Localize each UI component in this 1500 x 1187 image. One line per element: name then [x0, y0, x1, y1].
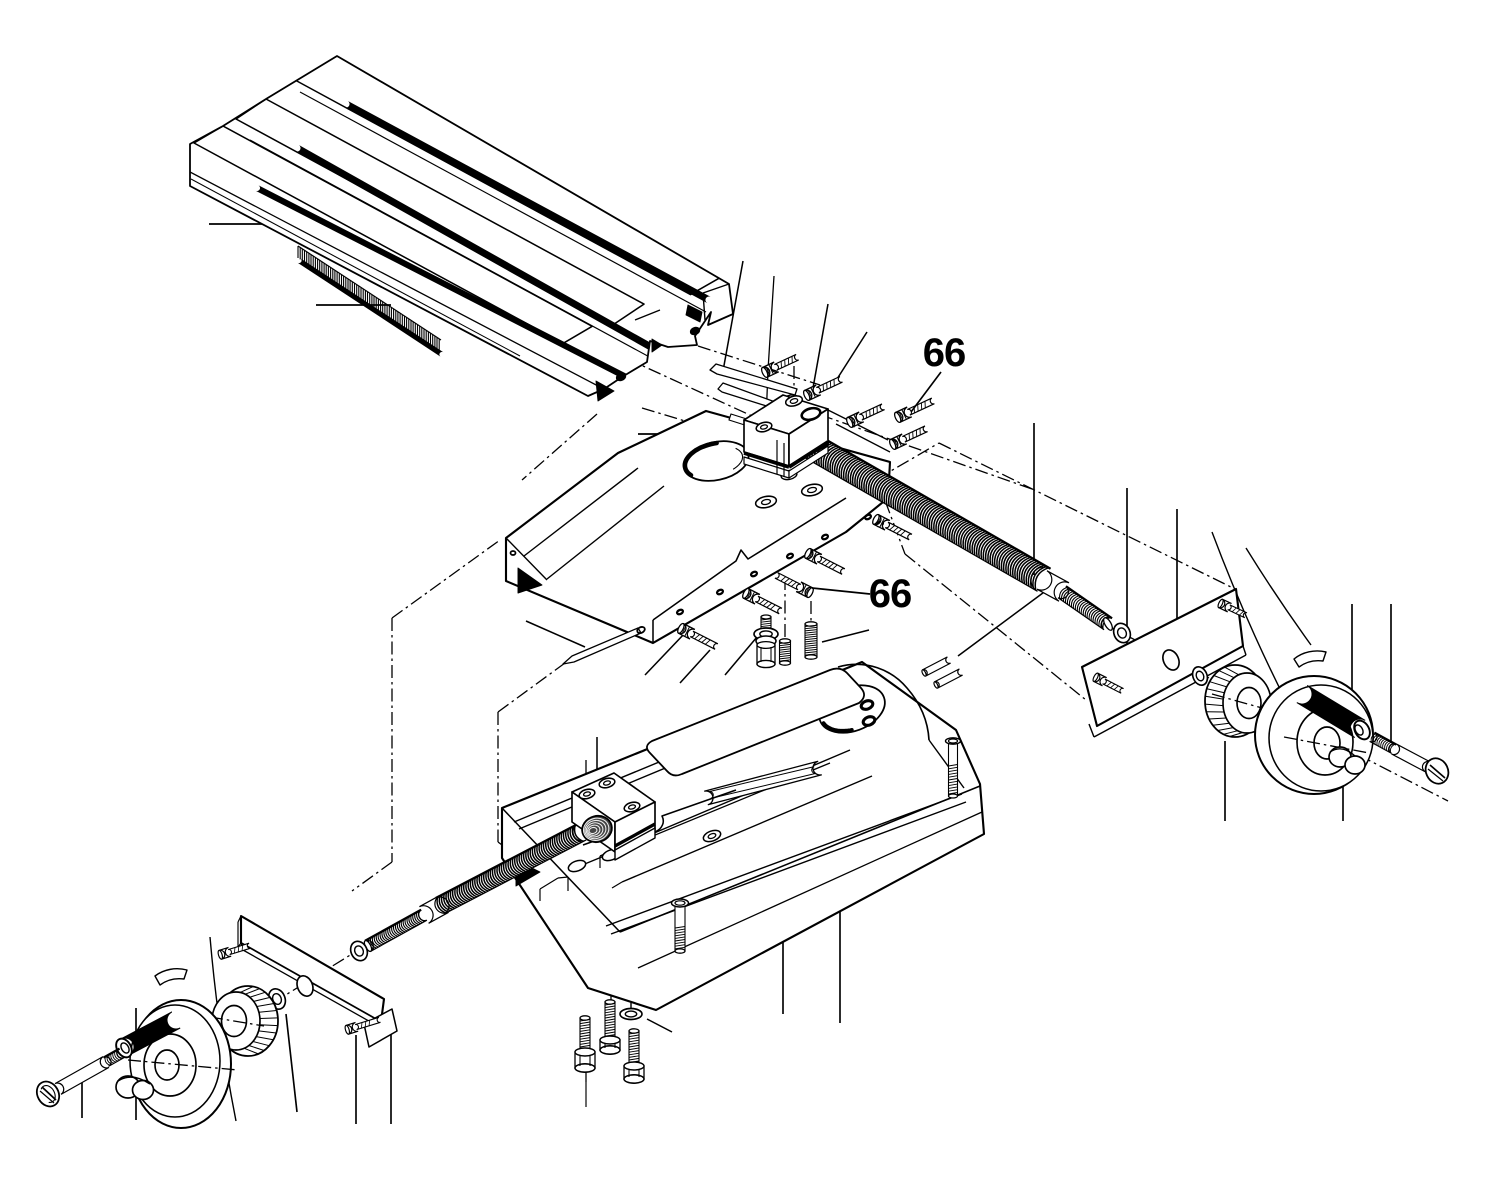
svg-text:66: 66 — [923, 331, 966, 375]
svg-text:66: 66 — [869, 572, 912, 616]
